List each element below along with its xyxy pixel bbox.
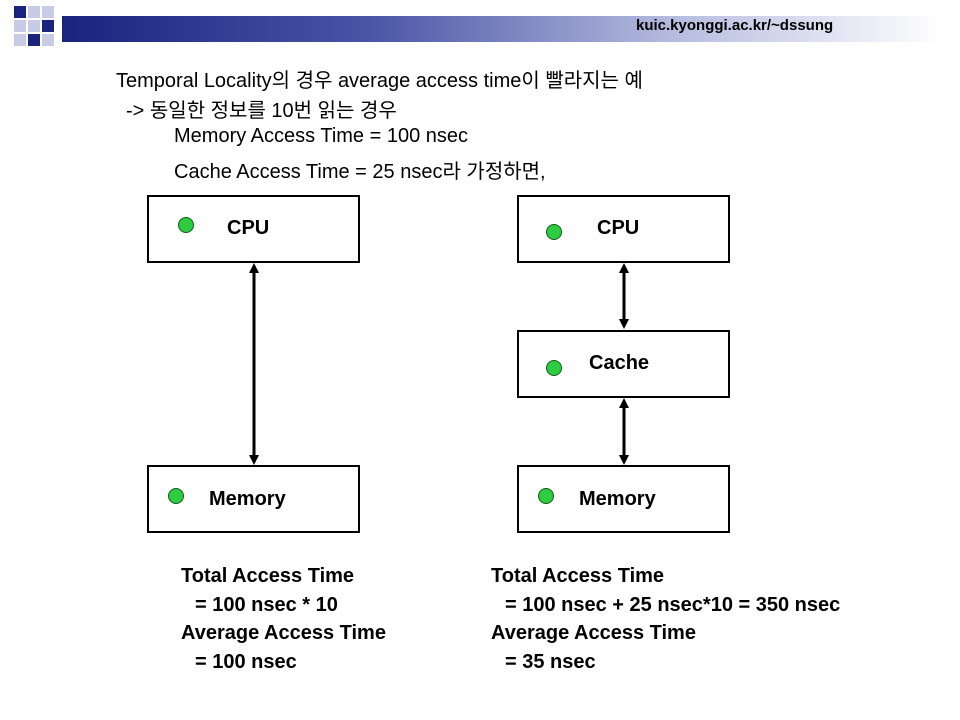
left-memory-box [147,465,360,533]
right-cache-label: Cache [589,352,650,374]
right-cache-dot [546,360,562,376]
slide-title: Temporal Locality의 경우 average access tim… [116,70,643,92]
left-total-value: = 100 nsec * 10 [195,593,338,616]
right-cpu-label: CPU [597,217,640,239]
right-total-label: Total Access Time [491,565,665,587]
decor-square [42,6,54,18]
right-result: Total Access Time = 100 nsec + 25 nsec*1… [491,562,840,676]
left-memory-label: Memory [209,488,286,510]
left-cpu-dot [178,217,194,233]
right-avg-label: Average Access Time [491,622,696,644]
decor-square [28,20,40,32]
cache-access-assumption: Cache Access Time = 25 nsec라 가정하면, [174,161,546,183]
right-avg-value: = 35 nsec [505,650,596,673]
decor-square [14,6,26,18]
decor-square [28,34,40,46]
right-memory-label: Memory [579,488,656,510]
decor-square [42,20,54,32]
left-cpu-label: CPU [227,217,270,239]
left-result: Total Access Time = 100 nsec * 10 Averag… [181,562,386,676]
left-avg-label: Average Access Time [181,622,386,644]
decor-square [14,34,26,46]
right-cpu-dot [546,224,562,240]
decor-square [28,6,40,18]
right-total-value: = 100 nsec + 25 nsec*10 = 350 nsec [505,593,841,616]
header-bar [62,16,942,42]
left-avg-value: = 100 nsec [195,650,297,673]
header-url: kuic.kyonggi.ac.kr/~dssung [636,17,834,34]
left-total-label: Total Access Time [181,565,355,587]
right-memory-dot [538,488,554,504]
decor-square [14,20,26,32]
slide-subtitle: -> 동일한 정보를 10번 읽는 경우 [126,100,397,122]
left-memory-dot [168,488,184,504]
memory-access-assumption: Memory Access Time = 100 nsec [174,125,469,147]
decor-square [42,34,54,46]
